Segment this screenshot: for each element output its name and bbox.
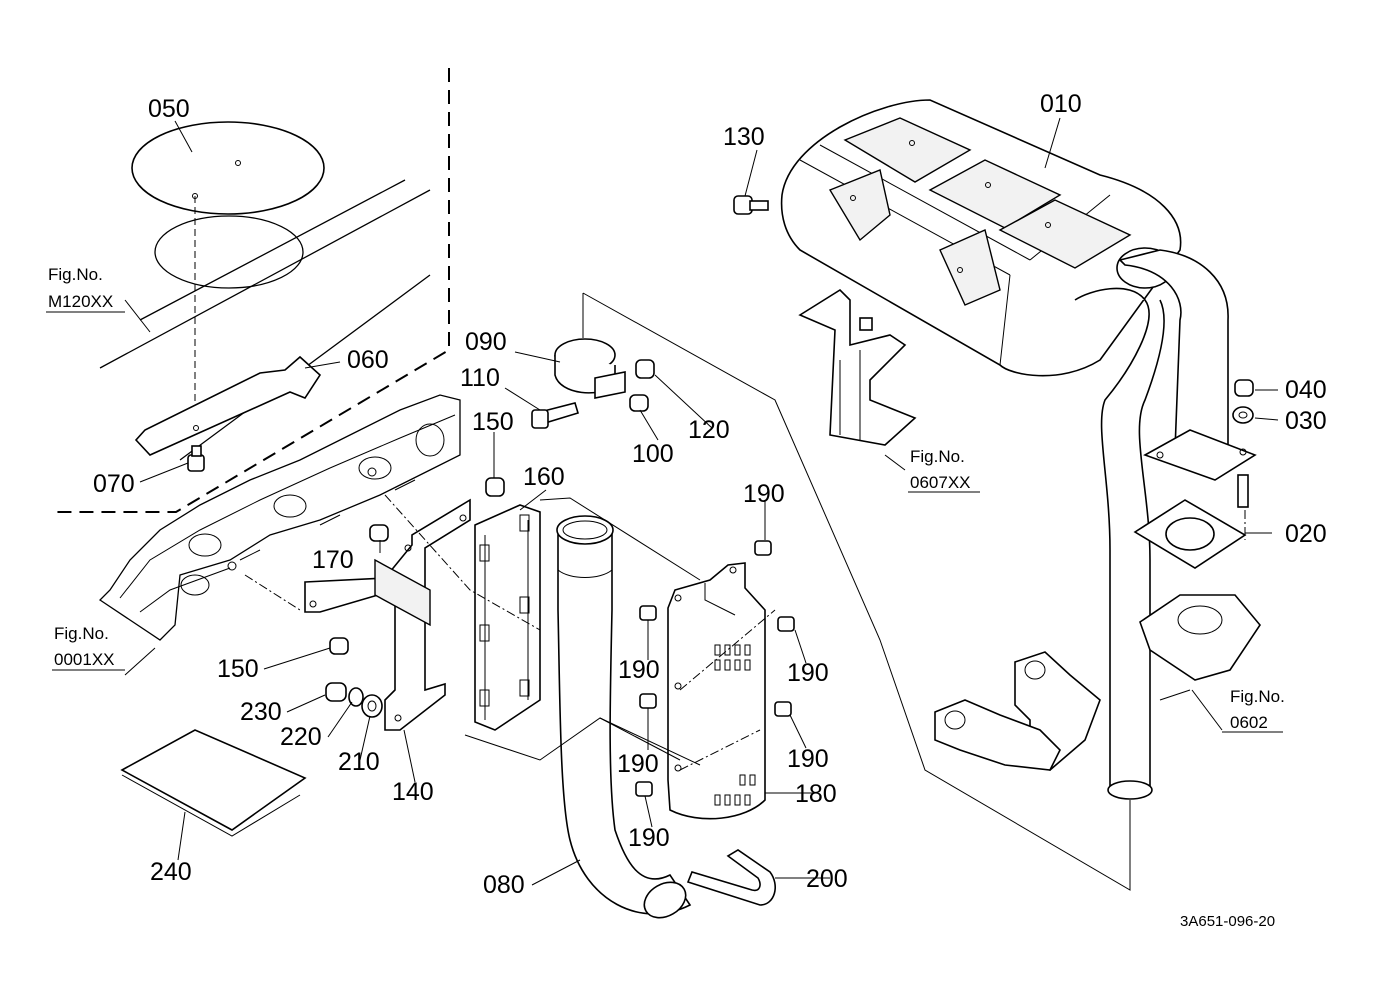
label-070: 070: [93, 470, 135, 498]
label-040: 040: [1285, 376, 1327, 404]
label-190-d: 190: [617, 750, 659, 778]
part-140-support-bracket[interactable]: [304, 498, 471, 731]
part-200-u-bolt[interactable]: [686, 849, 776, 906]
label-060: 060: [347, 346, 389, 374]
label-140: 140: [392, 778, 434, 806]
label-020: 020: [1285, 520, 1327, 548]
label-190-c: 190: [787, 659, 829, 687]
part-050-oval-cover[interactable]: [131, 121, 325, 430]
part-110-bolt[interactable]: [531, 402, 579, 429]
label-190-e: 190: [787, 745, 829, 773]
label-130: 130: [723, 123, 765, 151]
fig-ref-0607-label: Fig.No.: [910, 447, 965, 466]
part-020-gasket[interactable]: [1133, 499, 1247, 569]
pipe-flange: [1143, 429, 1257, 481]
label-120: 120: [688, 416, 730, 444]
label-170: 170: [312, 546, 354, 574]
part-100-nut[interactable]: [629, 394, 649, 412]
engine-top-reference: [99, 179, 431, 461]
label-100: 100: [632, 440, 674, 468]
leader-lines: [124, 117, 1279, 886]
muffler-mounting-bracket: [798, 288, 917, 446]
exhaust-elbow-assembly: [934, 594, 1261, 771]
label-110: 110: [460, 364, 500, 392]
shield-vent-slots: [714, 644, 756, 806]
label-190-a: 190: [743, 480, 785, 508]
label-010: 010: [1040, 90, 1082, 118]
fig-ref-0602-label: Fig.No.: [1230, 687, 1285, 706]
part-120-nut[interactable]: [635, 359, 655, 379]
part-130-bolt[interactable]: [733, 195, 769, 215]
muffler-inlet-pipe: [1074, 249, 1229, 800]
engine-cover-boundary: [50, 68, 450, 513]
part-040-nut[interactable]: [1234, 379, 1254, 397]
label-150-upper: 150: [472, 408, 514, 436]
fig-ref-0602-number: 0602: [1230, 713, 1268, 732]
part-210-washer[interactable]: [361, 694, 383, 718]
label-230: 230: [240, 698, 282, 726]
document-code: 3A651-096-20: [1180, 913, 1275, 930]
label-190-b: 190: [618, 656, 660, 684]
fig-ref-0001-label: Fig.No.: [54, 624, 109, 643]
assembly-reference-lines: [244, 292, 1246, 891]
label-030: 030: [1285, 407, 1327, 435]
part-180-heat-shield[interactable]: [667, 562, 766, 820]
label-090: 090: [465, 328, 507, 356]
part-090-pipe-clamp[interactable]: [554, 338, 626, 399]
label-150-lower: 150: [217, 655, 259, 683]
part-170-bolt[interactable]: [369, 524, 389, 542]
label-190-f: 190: [628, 824, 670, 852]
part-160-slotted-bracket[interactable]: [474, 504, 541, 731]
label-080: 080: [483, 871, 525, 899]
flange-stud: [1237, 474, 1249, 508]
label-200: 200: [806, 865, 848, 893]
part-080-exhaust-pipe[interactable]: [556, 515, 692, 925]
figure-references: Fig.No. M120XX Fig.No. 0001XX Fig.No. 06…: [46, 265, 1285, 733]
part-150-bolt-upper[interactable]: [485, 477, 505, 497]
part-060-cover-plate[interactable]: [134, 355, 322, 456]
part-030-washer[interactable]: [1232, 406, 1254, 424]
label-050: 050: [148, 95, 190, 123]
part-230-nut[interactable]: [325, 682, 347, 702]
label-220: 220: [280, 723, 322, 751]
label-180: 180: [795, 780, 837, 808]
fig-ref-0001-number: 0001XX: [54, 650, 115, 669]
exhaust-manifold: [98, 394, 461, 641]
fig-ref-0607-number: 0607XX: [910, 473, 971, 492]
part-240-sheet[interactable]: [120, 729, 307, 837]
label-210: 210: [338, 748, 380, 776]
part-220-lock-washer[interactable]: [348, 687, 364, 707]
fig-ref-m120-label: Fig.No.: [48, 265, 103, 284]
label-160: 160: [523, 463, 565, 491]
fig-ref-m120-number: M120XX: [48, 292, 113, 311]
label-240: 240: [150, 858, 192, 886]
part-number-labels: 010 020 030 040 050 060 070 080 090 100 …: [93, 90, 1327, 899]
part-070-bolt[interactable]: [187, 445, 205, 472]
part-150-bolt-lower[interactable]: [329, 637, 349, 655]
